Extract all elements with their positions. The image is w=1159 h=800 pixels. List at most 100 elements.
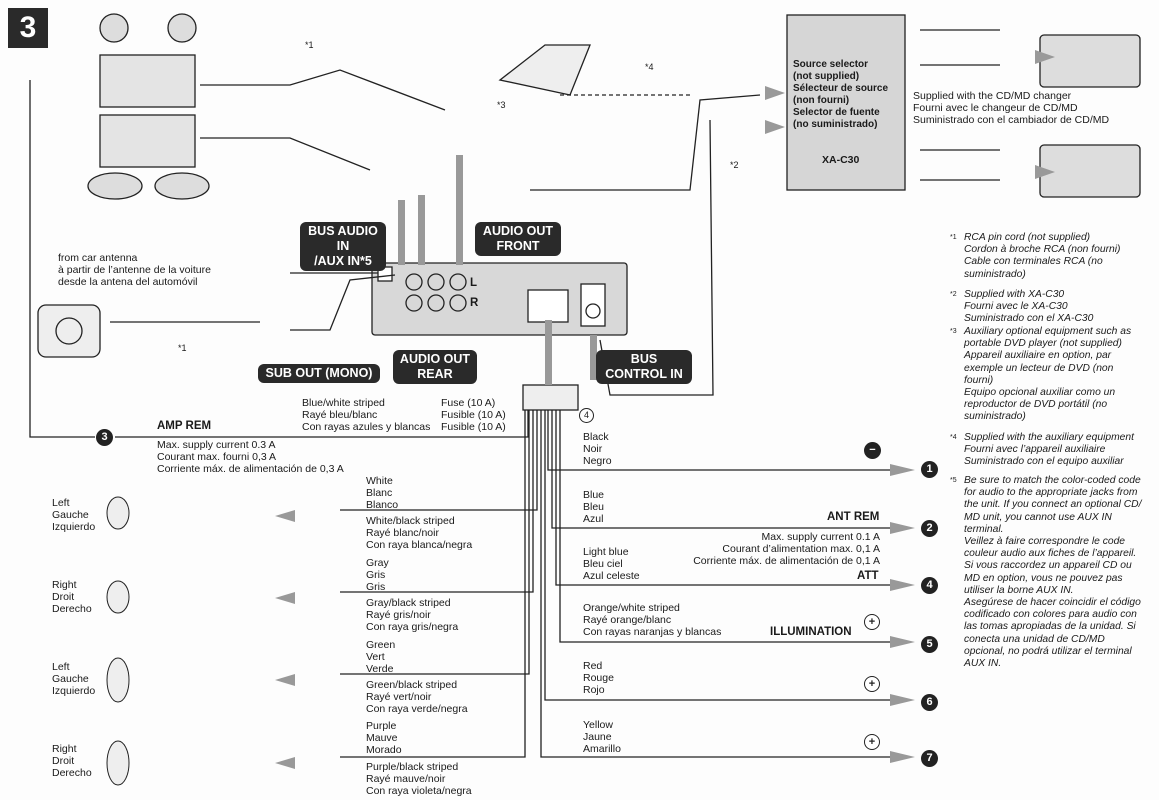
- subwoofer-amp: [37, 304, 101, 358]
- footnote-mark: *4: [950, 434, 957, 441]
- amplifier-front: [99, 54, 196, 108]
- footnote-line: Supplied with the auxiliary equipment: [964, 432, 1134, 443]
- plus-icon: +: [864, 734, 880, 750]
- footnote-line: for audio to the appropriate jacks from: [964, 487, 1138, 499]
- footnote-line: codificado con colores para audio con: [964, 609, 1137, 621]
- footnote-line: Fourni avec l’appareil auxiliaire: [964, 444, 1106, 456]
- footnote-line: Suministrado con el XA-C30: [964, 313, 1094, 325]
- footnote-line: Si vous raccordez un appareil CD ou: [964, 560, 1132, 572]
- footnote-line: Auxiliary optional equipment such as: [964, 326, 1132, 337]
- att-label: ATT: [857, 570, 879, 582]
- asterisk-4: *4: [645, 62, 654, 72]
- tweeter-left: [99, 13, 129, 43]
- plus-icon: +: [864, 614, 880, 630]
- asterisk-3: *3: [497, 100, 506, 110]
- terminal-5-marker: 5: [921, 636, 938, 653]
- cd-changer-1: [1039, 34, 1141, 88]
- footnote-mark: *3: [950, 328, 957, 335]
- asterisk-2: *2: [730, 160, 739, 170]
- source-selector-model: XA-C30: [822, 154, 860, 166]
- footnote-line: Suministrado con el equipo auxiliar: [964, 456, 1124, 468]
- footnote-line: Equipo opcional auxiliar como un: [964, 387, 1116, 399]
- source-selector-text: Source selector(not supplied)Sélecteur d…: [793, 59, 889, 130]
- door-speakers: [106, 496, 130, 786]
- footnote-line: portable DVD player (not supplied): [964, 338, 1122, 350]
- footnote-line: Supplied with XA-C30: [964, 289, 1065, 300]
- footnote-line: Veillez à faire correspondre le code: [964, 536, 1126, 548]
- footnote-line: reproductor de DVD portátil (no: [964, 399, 1108, 411]
- asterisk-1: *1: [305, 40, 314, 50]
- footnote-line: AUX IN.: [964, 658, 1002, 670]
- cd-changer-2: [1039, 144, 1141, 198]
- footnote-line: RCA pin cord (not supplied): [964, 232, 1091, 243]
- dvd-player: [498, 44, 591, 96]
- connector-number: 4: [579, 408, 594, 423]
- terminal-1-marker: 1: [921, 461, 938, 478]
- footnote-line: conecta una unidad de CD/MD: [964, 633, 1105, 645]
- footnote-line: fourni): [964, 374, 994, 386]
- minus-icon: −: [864, 442, 881, 459]
- illumination-label: ILLUMINATION: [770, 626, 852, 638]
- footnote-line: Asegúrese de hacer coincidir el código: [964, 597, 1141, 609]
- gray-arrows: [275, 50, 1055, 769]
- fuse-text: Fuse (10 A)Fusible (10 A)Fusible (10 A): [441, 397, 506, 433]
- footnote-mark: *2: [950, 291, 957, 298]
- footnote-line: Cable con terminales RCA (no: [964, 256, 1103, 268]
- figure-number: 3: [8, 8, 48, 48]
- terminal-2-marker: 2: [921, 520, 938, 537]
- jack-l: L: [470, 277, 478, 289]
- footnote-line: Cordon à broche RCA (non fourni): [964, 244, 1121, 256]
- terminal-6-marker: 6: [921, 694, 938, 711]
- amp-rem-label: AMP REM: [157, 420, 212, 432]
- footnote-line: exemple un lecteur de DVD (non: [964, 362, 1114, 374]
- footnote-line: couleur audio aux fiches de l’appareil.: [964, 548, 1137, 560]
- jack-r: R: [470, 297, 479, 309]
- harness-connector: [522, 384, 579, 411]
- footnote-line: the unit. If you connect an optional CD/: [964, 499, 1142, 511]
- terminal-3-marker: 3: [96, 429, 113, 446]
- footnote-line: las tomas apropiadas de la unidad. Si: [964, 621, 1136, 633]
- footnote-line: opcional, no podrá utilizar el terminal: [964, 645, 1132, 657]
- footnote-line: suministrado): [964, 411, 1026, 423]
- speaker-rear-right: [154, 172, 210, 200]
- footnote-line: Be sure to match the color-coded code: [964, 475, 1141, 486]
- asterisk-1b: *1: [178, 343, 187, 353]
- amplifier-rear: [99, 114, 196, 168]
- footnote-line: suministrado): [964, 268, 1026, 280]
- source-selector-box: [786, 14, 906, 191]
- footnote-line: Fourni avec le XA-C30: [964, 301, 1068, 313]
- footnote-line: terminal.: [964, 523, 1004, 535]
- tweeter-right: [167, 13, 197, 43]
- speaker-rear-left: [87, 172, 143, 200]
- footnote-line: MD en option, vous ne pouvez pas: [964, 572, 1123, 584]
- plus-icon: +: [864, 676, 880, 692]
